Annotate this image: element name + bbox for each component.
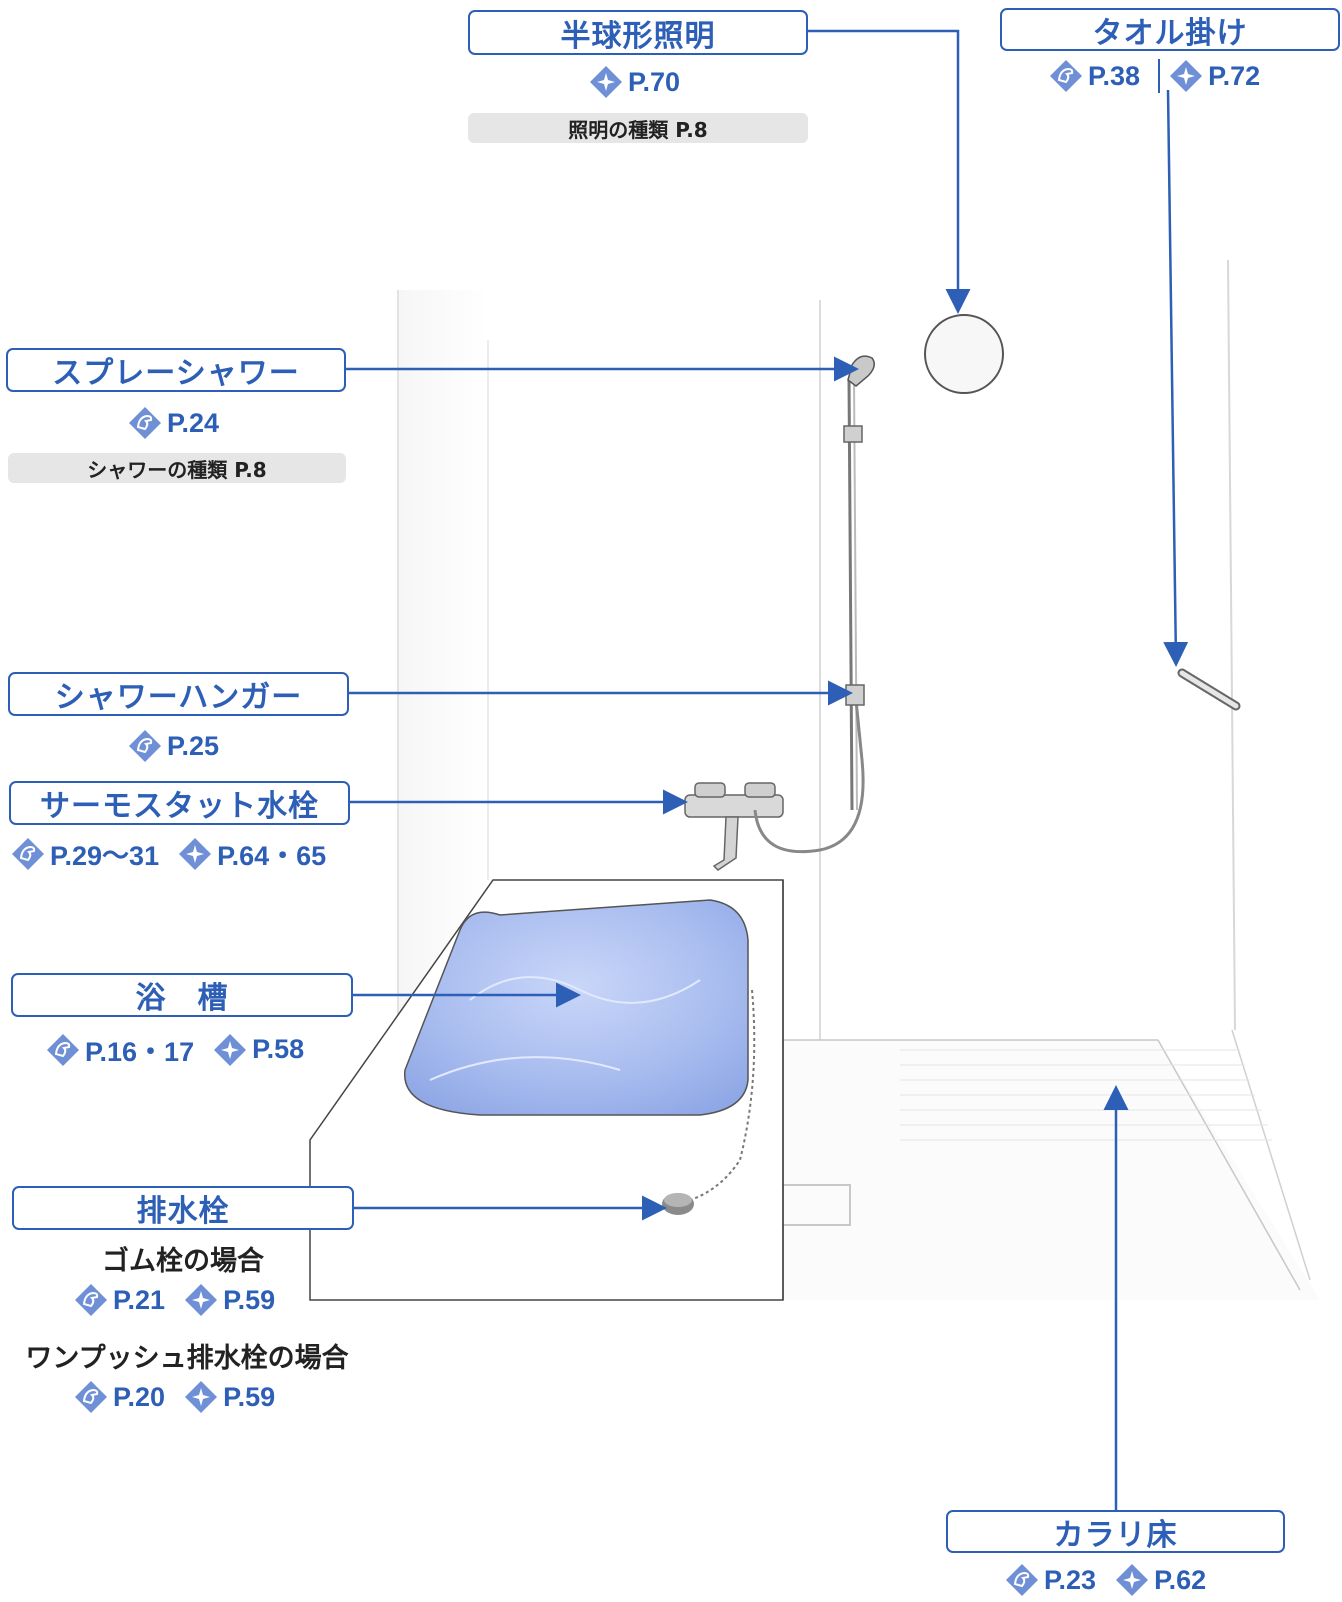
shower-hanger-care-ref-text: P.25 xyxy=(167,730,220,761)
hand-diamond-icon xyxy=(129,407,161,439)
rubber-plug-refs: P.21 P.59 xyxy=(73,1282,275,1318)
bathtub-clean-ref-text: P.58 xyxy=(252,1034,305,1064)
bathtub-clean-ref[interactable]: P.58 xyxy=(212,1032,304,1068)
shower-hanger-refs: P.25 xyxy=(127,728,219,764)
rubber-plug-care-ref-text: P.21 xyxy=(113,1284,166,1315)
push-plug-care-ref[interactable]: P.20 xyxy=(73,1379,165,1415)
karari-floor-refs: P.23 P.62 xyxy=(1004,1562,1206,1598)
spray-shower-care-ref[interactable]: P.24 xyxy=(127,405,219,441)
hand-diamond-icon xyxy=(12,837,44,870)
sparkle-diamond-icon xyxy=(179,837,212,870)
towel-bar-clean-ref[interactable]: P.72 xyxy=(1168,58,1260,94)
spray-shower-note: シャワーの種類 P.8 xyxy=(8,453,346,483)
drain-plug-shape xyxy=(662,1193,694,1215)
hand-diamond-icon xyxy=(47,1033,79,1066)
hand-diamond-icon xyxy=(129,730,161,762)
lighting-clean-ref[interactable]: P.70 xyxy=(588,64,680,100)
thermostat-faucet-label: サーモスタット水栓 xyxy=(9,781,350,825)
push-plug-clean-ref-text: P.59 xyxy=(223,1381,276,1412)
sparkle-diamond-icon xyxy=(214,1033,247,1066)
push-plug-case: ワンプッシュ排水栓の場合 xyxy=(25,1343,349,1374)
karari-floor-label: カラリ床 xyxy=(946,1510,1285,1553)
thermostat-faucet-care-ref-text: P.29〜31 xyxy=(50,841,160,871)
bathtub-care-ref[interactable]: P.16・17 xyxy=(45,1030,194,1069)
spray-shower-label: スプレーシャワー xyxy=(6,348,346,392)
shower-assembly xyxy=(753,355,875,854)
sparkle-diamond-icon xyxy=(1116,1564,1149,1596)
karari-floor-surface xyxy=(779,1039,1320,1300)
bathtub-label: 浴 槽 xyxy=(11,973,353,1017)
sparkle-diamond-icon xyxy=(185,1284,218,1316)
ceiling-light-shape xyxy=(924,314,1004,394)
towel-bar-label: タオル掛け xyxy=(1000,8,1340,51)
push-plug-refs: P.20 P.59 xyxy=(73,1379,275,1415)
lighting-note: 照明の種類 P.8 xyxy=(468,113,808,143)
karari-floor-care-ref-text: P.23 xyxy=(1044,1564,1097,1595)
rubber-plug-clean-ref-text: P.59 xyxy=(223,1284,276,1315)
bathtub-refs: P.16・17 P.58 xyxy=(45,1030,304,1069)
lighting-label: 半球形照明 xyxy=(468,10,808,55)
bathtub-care-ref-text: P.16・17 xyxy=(85,1037,195,1067)
karari-floor-clean-ref-text: P.62 xyxy=(1154,1564,1207,1595)
rubber-plug-care-ref[interactable]: P.21 xyxy=(73,1282,165,1318)
faucet-shape xyxy=(684,782,784,871)
drain-plug-label: 排水栓 xyxy=(12,1186,354,1230)
sparkle-diamond-icon xyxy=(185,1381,218,1413)
sparkle-diamond-icon xyxy=(590,66,622,98)
lighting-refs: P.70 xyxy=(588,64,680,100)
ref-separator xyxy=(1158,59,1161,93)
thermostat-faucet-refs: P.29〜31 P.64・65 xyxy=(10,834,326,873)
bathtub-shape xyxy=(309,879,784,1301)
shower-hanger-label: シャワーハンガー xyxy=(8,672,349,716)
push-plug-clean-ref[interactable]: P.59 xyxy=(183,1379,275,1415)
thermostat-faucet-clean-ref[interactable]: P.64・65 xyxy=(177,834,326,873)
karari-floor-clean-ref[interactable]: P.62 xyxy=(1114,1562,1206,1598)
hand-diamond-icon xyxy=(1050,60,1082,92)
leader-lines xyxy=(346,29,1189,1510)
lighting-clean-ref-text: P.70 xyxy=(628,66,681,97)
spray-shower-care-ref-text: P.24 xyxy=(167,407,220,438)
rubber-plug-clean-ref[interactable]: P.59 xyxy=(183,1282,275,1318)
towel-bar-clean-ref-text: P.72 xyxy=(1208,60,1261,91)
rubber-plug-case: ゴム栓の場合 xyxy=(102,1246,264,1277)
towel-bar-care-ref[interactable]: P.38 xyxy=(1048,58,1140,94)
thermostat-faucet-clean-ref-text: P.64・65 xyxy=(217,841,327,871)
hand-diamond-icon xyxy=(1006,1564,1038,1596)
spray-shower-refs: P.24 xyxy=(127,405,219,441)
sparkle-diamond-icon xyxy=(1170,60,1203,92)
towel-bar-care-ref-text: P.38 xyxy=(1088,60,1141,91)
thermostat-faucet-care-ref[interactable]: P.29〜31 xyxy=(10,834,159,873)
hand-diamond-icon xyxy=(75,1381,107,1413)
shower-hanger-care-ref[interactable]: P.25 xyxy=(127,728,219,764)
karari-floor-care-ref[interactable]: P.23 xyxy=(1004,1562,1096,1598)
push-plug-care-ref-text: P.20 xyxy=(113,1381,166,1412)
towel-bar-shape xyxy=(1177,668,1241,711)
towel-bar-refs: P.38 P.72 xyxy=(1048,58,1260,94)
hand-diamond-icon xyxy=(75,1284,107,1316)
